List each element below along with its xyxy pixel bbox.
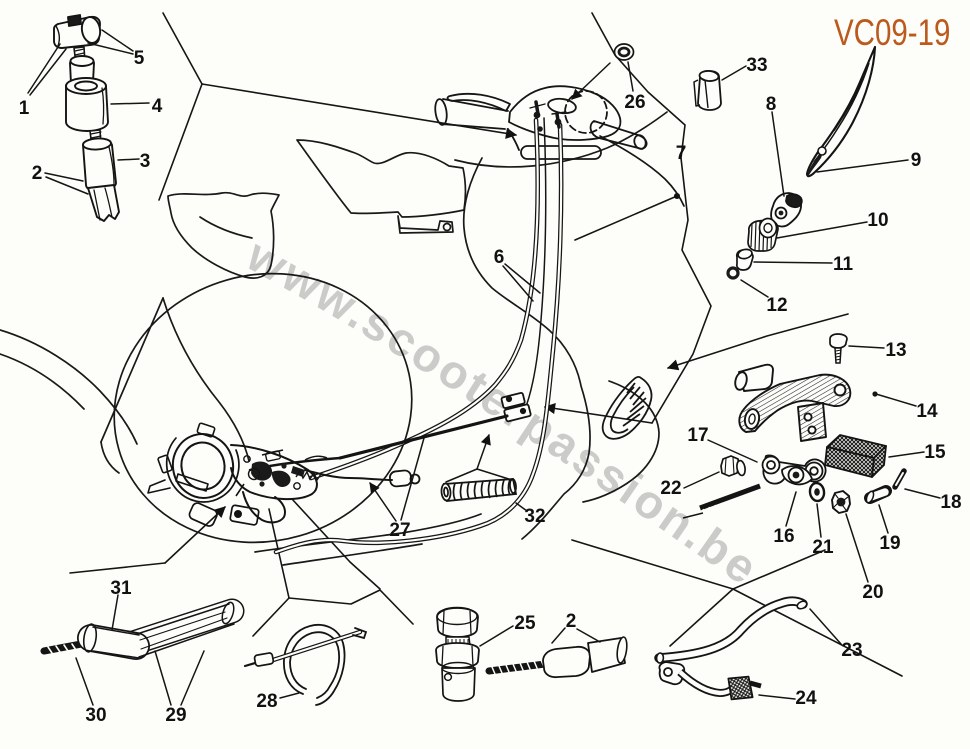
svg-text:23: 23	[841, 640, 862, 661]
svg-text:27: 27	[389, 520, 410, 541]
svg-text:30: 30	[85, 705, 106, 726]
svg-text:14: 14	[916, 401, 938, 422]
svg-text:31: 31	[110, 578, 132, 599]
svg-text:2: 2	[32, 163, 43, 184]
svg-text:13: 13	[885, 340, 906, 361]
svg-text:VC09-19: VC09-19	[834, 13, 950, 54]
svg-text:11: 11	[833, 254, 854, 275]
svg-text:28: 28	[256, 691, 277, 712]
svg-text:3: 3	[140, 151, 151, 172]
svg-text:5: 5	[134, 48, 145, 69]
svg-text:22: 22	[660, 478, 681, 499]
svg-text:18: 18	[940, 492, 961, 513]
svg-text:26: 26	[624, 92, 645, 113]
svg-text:33: 33	[746, 55, 767, 76]
svg-text:8: 8	[766, 94, 777, 115]
svg-text:9: 9	[911, 150, 922, 171]
svg-text:6: 6	[494, 247, 505, 268]
svg-text:19: 19	[879, 533, 900, 554]
svg-text:4: 4	[152, 96, 163, 117]
svg-text:24: 24	[795, 688, 817, 709]
svg-text:29: 29	[165, 705, 186, 726]
svg-text:2: 2	[566, 611, 577, 632]
svg-text:10: 10	[867, 210, 888, 231]
svg-text:21: 21	[812, 537, 834, 558]
svg-text:16: 16	[773, 526, 794, 547]
svg-text:15: 15	[924, 442, 946, 463]
svg-text:7: 7	[676, 143, 687, 164]
svg-text:1: 1	[19, 98, 30, 119]
svg-text:32: 32	[524, 506, 545, 527]
svg-text:20: 20	[862, 582, 883, 603]
svg-text:25: 25	[514, 613, 536, 634]
svg-text:12: 12	[766, 295, 787, 316]
svg-text:17: 17	[687, 425, 708, 446]
